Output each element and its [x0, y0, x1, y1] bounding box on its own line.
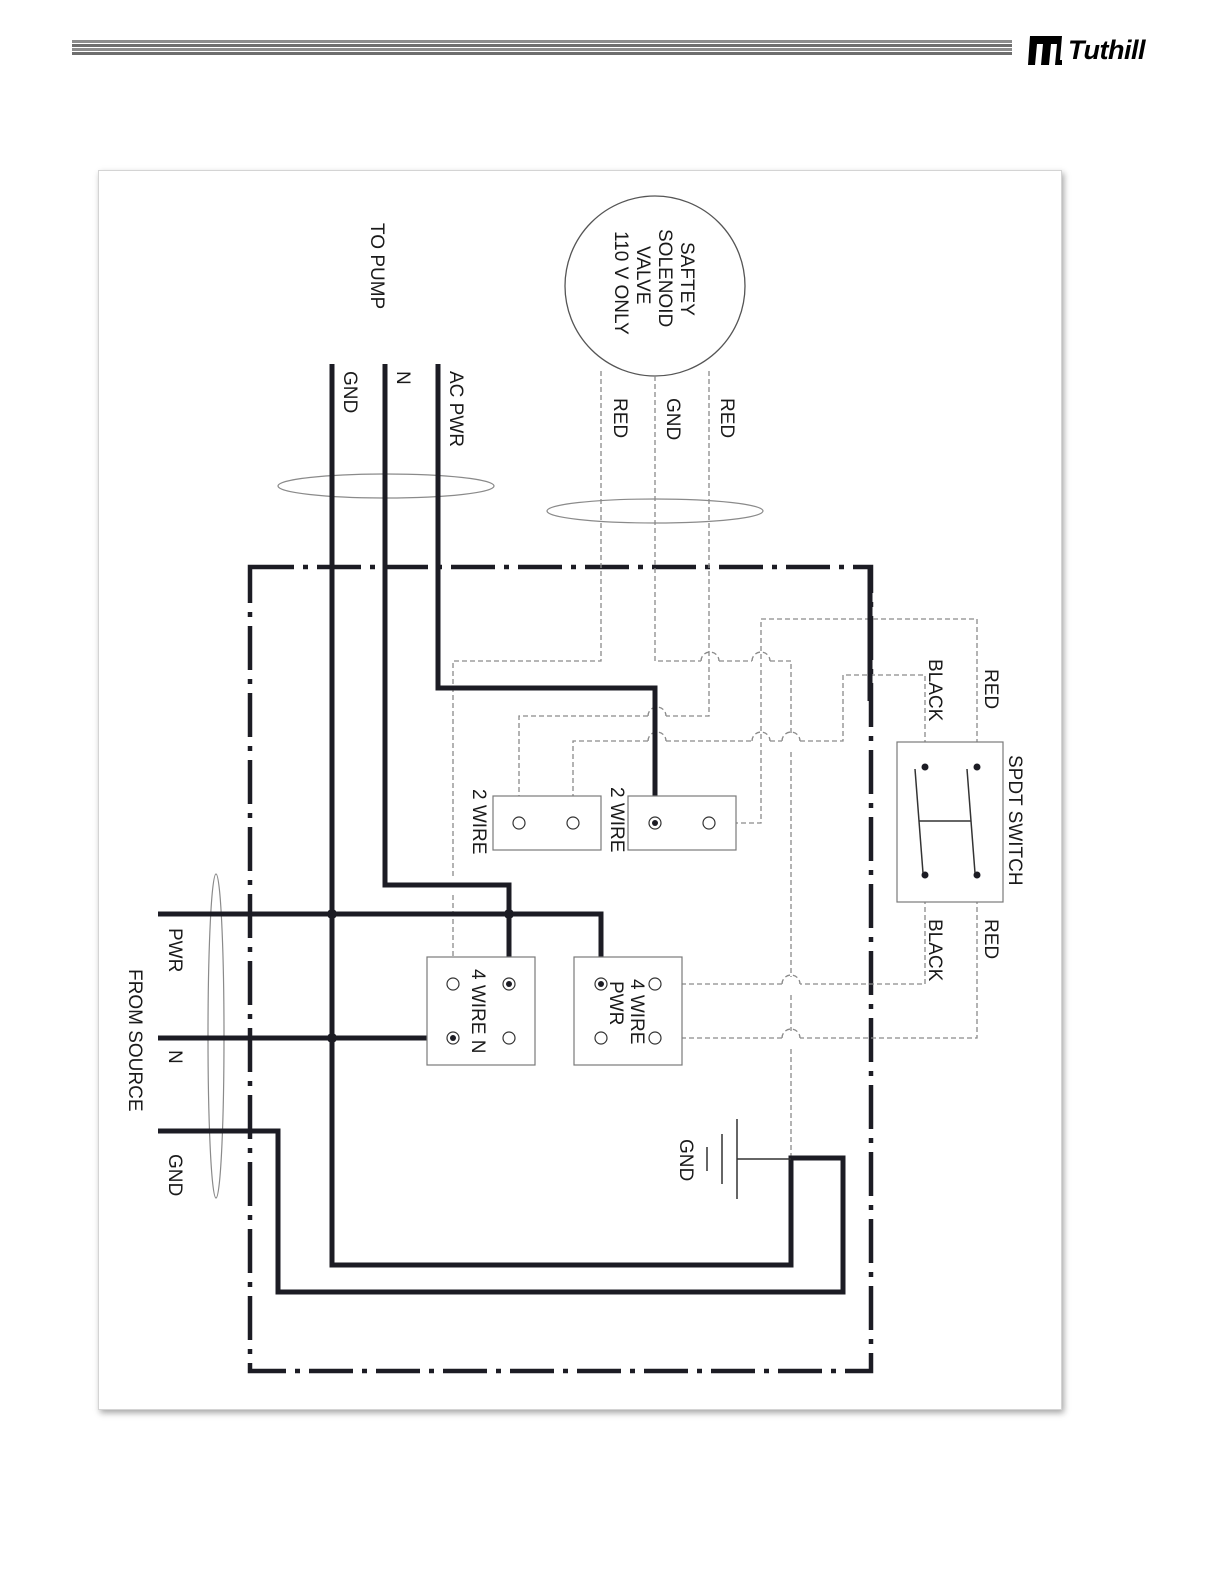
- switch-bottom-black: BLACK: [924, 919, 945, 982]
- terminal-2-wire-a-label: 2 WIRE: [468, 789, 489, 854]
- spdt-switch-title: SPDT SWITCH: [1004, 755, 1025, 886]
- wiring-diagram: SAFTEY SOLENOID VALVE 110 V ONLY RED GND…: [98, 170, 1062, 1410]
- solenoid-wire-red-left: RED: [609, 398, 630, 438]
- solenoid-label-2: SOLENOID: [654, 229, 675, 327]
- pump-wire-ac-pwr: AC PWR: [445, 371, 466, 447]
- terminal-block-2-wire-b: [628, 796, 736, 850]
- ground-symbol-icon: [707, 1119, 791, 1199]
- spdt-switch: [897, 742, 1003, 902]
- solenoid-wire-red-right: RED: [716, 398, 737, 438]
- terminal-block-2-wire-a: [493, 796, 601, 850]
- pump-wire-gnd: GND: [339, 371, 360, 413]
- source-wire-gnd: GND: [164, 1154, 185, 1196]
- brand-name: Tuthill: [1068, 35, 1145, 66]
- pump-wire-n: N: [392, 371, 413, 385]
- header-rule: [72, 40, 1012, 58]
- to-pump-label: TO PUMP: [366, 223, 387, 309]
- from-source-label: FROM SOURCE: [124, 969, 145, 1112]
- terminal-4-wire-pwr-label-2: PWR: [605, 981, 626, 1025]
- source-wire-n: N: [164, 1050, 185, 1064]
- source-wire-pwr: PWR: [164, 928, 185, 972]
- wiring-diagram-canvas: SAFTEY SOLENOID VALVE 110 V ONLY RED GND…: [99, 171, 1061, 1409]
- solenoid-wire-gnd: GND: [662, 398, 683, 440]
- switch-top-red: RED: [980, 669, 1001, 709]
- solenoid-label-1: SAFTEY: [676, 242, 697, 316]
- switch-top-black: BLACK: [924, 659, 945, 722]
- terminal-4-wire-pwr-label-1: 4 WIRE: [626, 979, 647, 1044]
- tuthill-logo-icon: [1026, 32, 1064, 68]
- switch-bottom-red: RED: [980, 919, 1001, 959]
- solenoid-cable-bundle: [547, 499, 763, 523]
- solenoid-label-4: 110 V ONLY: [610, 231, 631, 335]
- ground-label: GND: [675, 1139, 696, 1181]
- solenoid-label-3: VALVE: [632, 246, 653, 304]
- terminal-2-wire-b-label: 2 WIRE: [606, 787, 627, 852]
- brand-logo: Tuthill: [1026, 30, 1145, 70]
- terminal-4-wire-n-label: 4 WIRE N: [467, 969, 488, 1053]
